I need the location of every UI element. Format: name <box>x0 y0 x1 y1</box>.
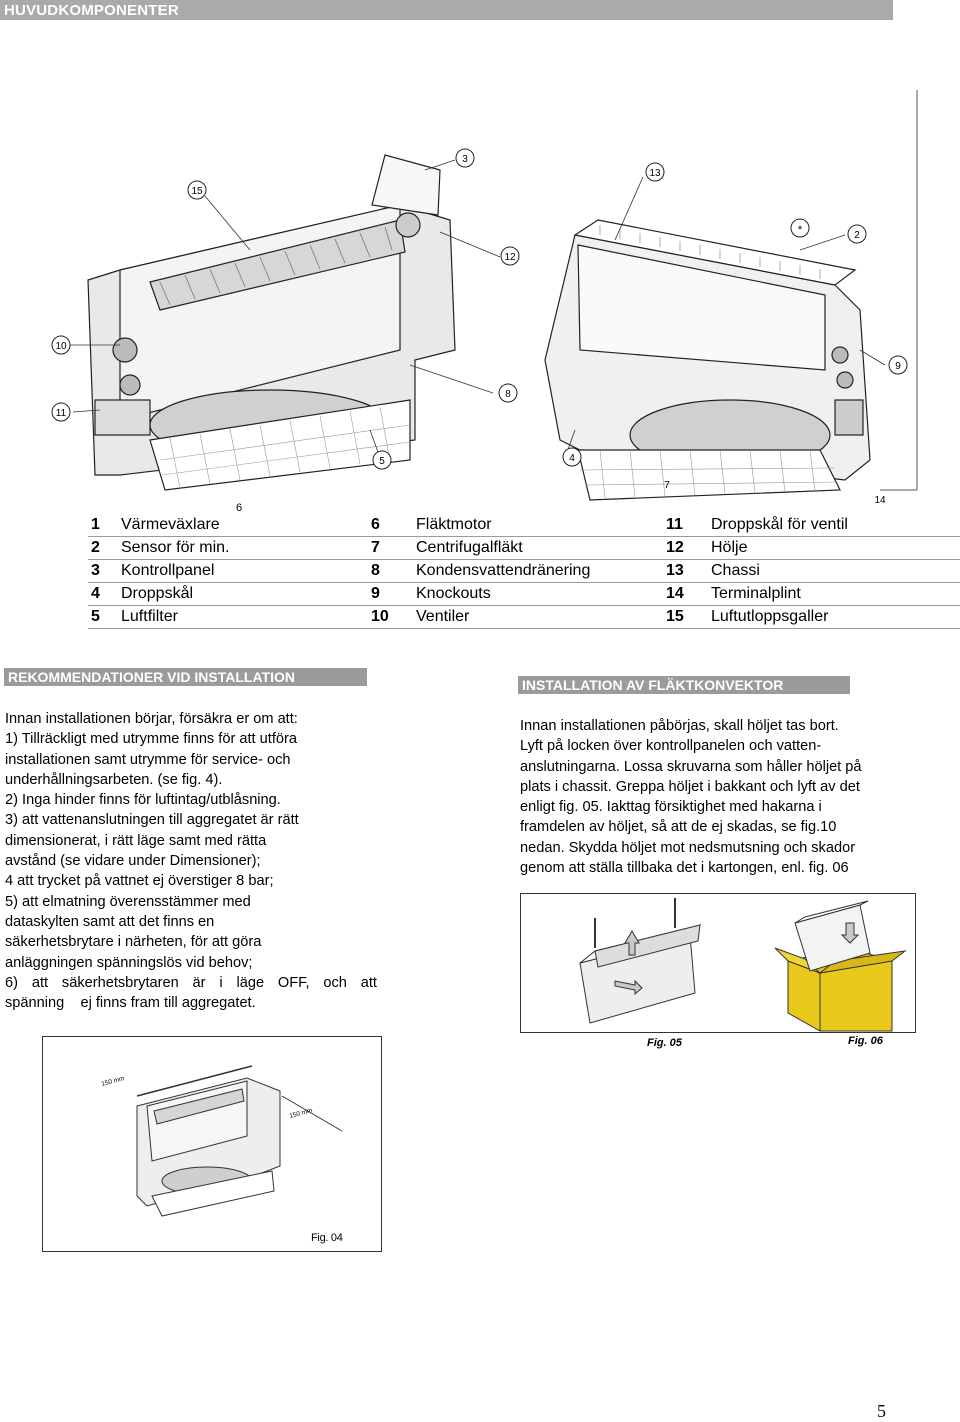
callout-8: 8 <box>498 383 518 403</box>
svg-text:11: 11 <box>56 408 67 419</box>
right-unit-drawing <box>544 219 871 501</box>
section-header: HUVUDKOMPONENTER <box>0 0 893 20</box>
fig05-caption: Fig. 05 <box>647 1037 682 1049</box>
svg-text:5: 5 <box>379 456 385 467</box>
page-number: 5 <box>877 1401 886 1421</box>
callout-asterisk: * <box>790 218 810 238</box>
fig04-caption: Fig. 04 <box>311 1232 343 1244</box>
table-row: 4 Droppskål 9 Knockouts 14 Terminalplint <box>88 582 960 606</box>
installation-text: Innan installationen påbörjas, skall höl… <box>520 718 862 877</box>
label-6: 6 <box>236 502 242 514</box>
svg-text:2: 2 <box>854 230 860 241</box>
table-row: 5 Luftfilter 10 Ventiler 15 Luftutloppsg… <box>88 605 960 629</box>
fig05-fig06-illustration <box>520 893 916 1033</box>
callout-10: 10 <box>51 335 71 355</box>
table-row: 1 Värmeväxlare 6 Fläktmotor 11 Droppskål… <box>88 514 960 537</box>
fig04-drawing <box>136 1065 343 1217</box>
callout-13: 13 <box>645 162 665 182</box>
table-row: 2 Sensor för min. 7 Centrifugalfläkt 12 … <box>88 536 960 560</box>
svg-text:*: * <box>798 224 803 236</box>
callout-12: 12 <box>500 246 520 266</box>
label-7: 7 <box>664 480 670 491</box>
label-14: 14 <box>874 495 886 506</box>
components-table: 1 Värmeväxlare 6 Fläktmotor 11 Droppskål… <box>88 514 960 629</box>
callout-9: 9 <box>888 355 908 375</box>
recommendations-heading: REKOMMENDATIONER VID INSTALLATION <box>4 668 367 686</box>
fig05-drawing <box>579 898 702 1024</box>
recommendations-text: Innan installationen börjar, försäkra er… <box>5 711 377 1012</box>
table-row: 3 Kontrollpanel 8 Kondensvattendränering… <box>88 559 960 583</box>
svg-text:4: 4 <box>569 453 575 464</box>
fig04-illustration: 150 mm 150 mm <box>42 1036 382 1252</box>
callout-4: 4 <box>562 447 582 467</box>
section-title: HUVUDKOMPONENTER <box>4 2 179 19</box>
left-unit-drawing <box>87 154 456 491</box>
fig06-drawing <box>774 900 907 1032</box>
component-diagram: 15 3 13 12 * 2 10 9 8 11 5 4 7 14 6 <box>51 90 918 514</box>
svg-text:15: 15 <box>191 186 203 197</box>
svg-text:12: 12 <box>504 252 516 263</box>
svg-text:10: 10 <box>55 341 67 352</box>
fig06-caption: Fig. 06 <box>848 1035 883 1047</box>
callout-11: 11 <box>51 402 71 422</box>
svg-text:8: 8 <box>505 389 511 400</box>
callout-5: 5 <box>372 450 392 470</box>
svg-text:9: 9 <box>895 361 901 372</box>
svg-text:3: 3 <box>462 154 468 165</box>
callout-15: 15 <box>187 180 207 200</box>
installation-heading: INSTALLATION AV FLÄKTKONVEKTOR <box>518 676 850 694</box>
callout-2: 2 <box>847 224 867 244</box>
svg-text:13: 13 <box>649 168 661 179</box>
callout-3: 3 <box>455 148 475 168</box>
